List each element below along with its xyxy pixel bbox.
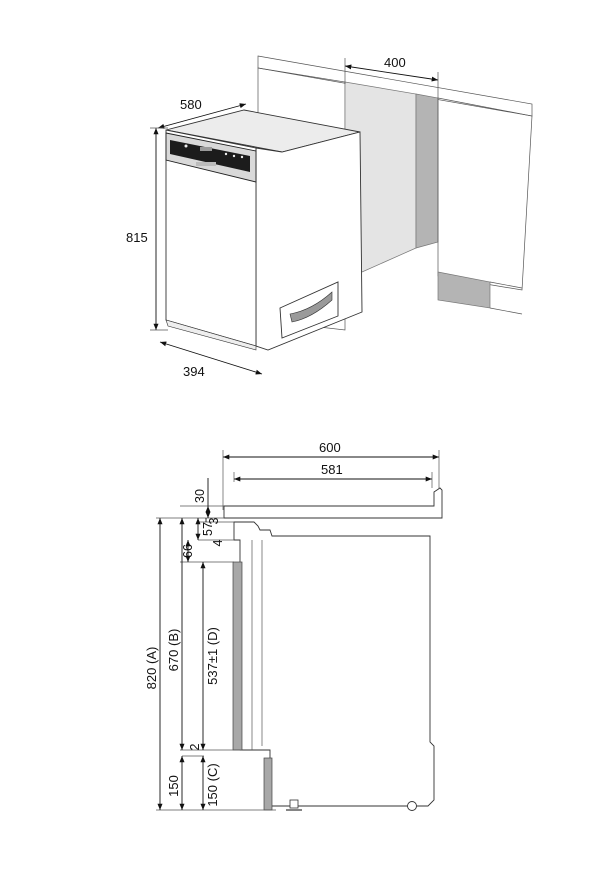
niche-side-wall xyxy=(415,93,439,249)
foot xyxy=(286,799,302,811)
kitchen-cabinet xyxy=(257,55,533,331)
dim-a: 820 (A) xyxy=(144,518,163,810)
dim-c: 150 (C) xyxy=(200,756,220,810)
dim-panel-sub-label: 66 xyxy=(181,544,195,558)
worktop xyxy=(223,487,443,519)
wheel xyxy=(407,801,417,811)
adjacent-plinth xyxy=(437,271,491,309)
dim-total-depth-label: 600 xyxy=(319,440,341,455)
dim-panel-top: 57 xyxy=(195,518,215,540)
dim-gap-bottom: 2 xyxy=(182,743,204,757)
dim-a-label: 820 (A) xyxy=(144,647,159,690)
dim-gap-panel-label: 4 xyxy=(211,539,225,546)
isometric-view: 580 815 394 400 xyxy=(126,55,533,379)
dim-gap-top-label: 3 xyxy=(207,517,221,524)
dim-b: 670 (B) xyxy=(166,518,185,750)
dim-height-label: 815 xyxy=(126,230,148,245)
dim-depth: 580 xyxy=(157,97,247,129)
dim-worktop: 30 xyxy=(193,478,211,518)
dim-panel-sub: 66 xyxy=(181,540,195,562)
dim-width-label: 394 xyxy=(183,364,205,379)
dim-plinth: 150 xyxy=(166,756,185,810)
dim-width: 394 xyxy=(159,341,263,379)
dim-gap-top: 3 xyxy=(205,517,221,524)
dim-inner-depth-label: 581 xyxy=(321,462,343,477)
dim-b-label: 670 (B) xyxy=(166,629,181,672)
dim-plinth-label: 150 xyxy=(166,775,181,797)
dim-d-label: 537±1 (D) xyxy=(205,627,220,685)
dim-c-label: 150 (C) xyxy=(205,763,220,806)
door-panel xyxy=(232,561,243,751)
dim-worktop-label: 30 xyxy=(193,489,207,503)
plinth-panel xyxy=(263,757,273,811)
dishwasher-3d xyxy=(165,109,363,351)
dim-total-depth: 600 xyxy=(222,440,440,510)
dim-gap-panel: 4 xyxy=(211,539,225,546)
dim-height: 815 xyxy=(126,127,168,331)
dim-niche-label: 400 xyxy=(384,55,406,70)
side-view: 600 581 30 xyxy=(144,440,443,811)
dim-inner-depth: 581 xyxy=(233,462,433,488)
dim-panel-top-label: 57 xyxy=(201,522,215,536)
dim-gap-bottom-label: 2 xyxy=(188,743,202,750)
dim-depth-label: 580 xyxy=(180,97,202,112)
dim-d: 537±1 (D) xyxy=(200,562,220,750)
dim-niche: 400 xyxy=(344,55,439,98)
